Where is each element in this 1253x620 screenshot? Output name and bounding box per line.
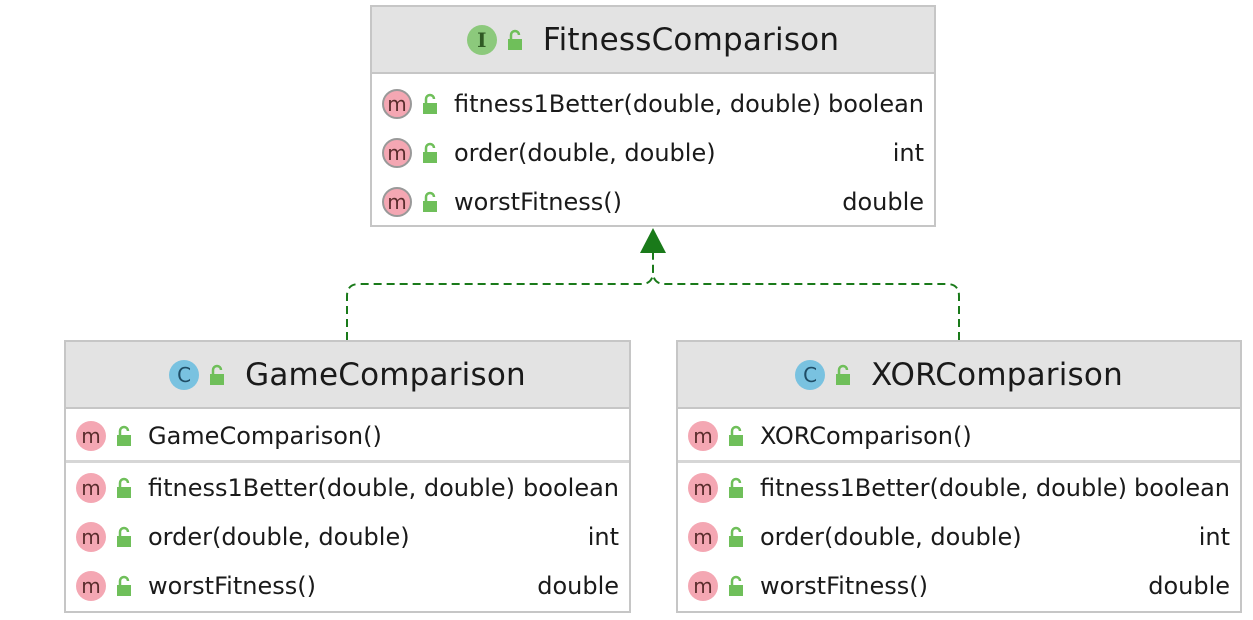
public-lock-icon xyxy=(114,477,136,499)
method-icon: m xyxy=(688,472,718,503)
method-row[interactable]: m fitness1Better(double, double) boolean xyxy=(66,463,629,512)
method-icon: m xyxy=(76,420,106,451)
public-lock-icon xyxy=(114,575,136,597)
method-return-type: boolean xyxy=(828,89,924,118)
constructor-section: m GameComparison() xyxy=(66,409,629,463)
abstract-method-icon: m xyxy=(382,186,412,217)
method-row[interactable]: m worstFitness() double xyxy=(372,177,934,226)
public-lock-icon xyxy=(726,425,748,447)
interface-header: I FitnessComparison xyxy=(372,7,934,74)
method-icon: m xyxy=(76,472,106,503)
method-name: order(double, double) xyxy=(148,522,410,551)
constructor-row[interactable]: m XORComparison() xyxy=(678,411,1240,460)
public-lock-icon xyxy=(726,575,748,597)
method-name: worstFitness() xyxy=(760,571,928,600)
fitness-comparison-interface[interactable]: I FitnessComparison m fitness1Better(dou… xyxy=(370,5,936,227)
method-row[interactable]: m order(double, double) int xyxy=(372,128,934,177)
public-lock-icon xyxy=(420,93,442,115)
method-return-type: int xyxy=(892,138,924,167)
class-title: GameComparison xyxy=(245,356,526,393)
xor-comparison-class[interactable]: C XORComparison m XORComparison() m fitn… xyxy=(676,340,1242,613)
method-return-type: double xyxy=(1148,571,1230,600)
method-icon: m xyxy=(76,570,106,601)
methods-section: m fitness1Better(double, double) boolean… xyxy=(66,463,629,610)
public-lock-icon xyxy=(833,364,855,386)
method-return-type: int xyxy=(1198,522,1230,551)
class-title: XORComparison xyxy=(871,356,1123,393)
method-name: worstFitness() xyxy=(454,187,622,216)
method-row[interactable]: m worstFitness() double xyxy=(678,561,1240,610)
method-row[interactable]: m worstFitness() double xyxy=(66,561,629,610)
method-row[interactable]: m fitness1Better(double, double) boolean xyxy=(678,463,1240,512)
game-realization-line xyxy=(346,253,654,340)
method-name: fitness1Better(double, double) xyxy=(454,89,822,118)
class-header: C GameComparison xyxy=(66,342,629,409)
constructor-name: XORComparison() xyxy=(760,421,972,450)
xor-realization-line xyxy=(652,271,960,340)
public-lock-icon xyxy=(726,526,748,548)
method-row[interactable]: m order(double, double) int xyxy=(678,512,1240,561)
public-lock-icon xyxy=(114,526,136,548)
method-return-type: boolean xyxy=(1134,473,1230,502)
method-name: fitness1Better(double, double) xyxy=(760,473,1128,502)
method-icon: m xyxy=(688,521,718,552)
method-return-type: boolean xyxy=(523,473,619,502)
abstract-method-icon: m xyxy=(382,88,412,119)
method-name: fitness1Better(double, double) xyxy=(148,473,516,502)
class-header: C XORComparison xyxy=(678,342,1240,409)
method-icon: m xyxy=(688,570,718,601)
constructor-section: m XORComparison() xyxy=(678,409,1240,463)
method-return-type: int xyxy=(587,522,619,551)
method-name: order(double, double) xyxy=(454,138,716,167)
public-lock-icon xyxy=(207,364,229,386)
method-return-type: double xyxy=(537,571,619,600)
abstract-method-icon: m xyxy=(382,137,412,168)
method-row[interactable]: m fitness1Better(double, double) boolean xyxy=(372,79,934,128)
method-icon: m xyxy=(688,420,718,451)
game-comparison-class[interactable]: C GameComparison m GameComparison() m fi… xyxy=(64,340,631,613)
interface-icon: I xyxy=(466,24,497,55)
method-name: order(double, double) xyxy=(760,522,1022,551)
method-icon: m xyxy=(76,521,106,552)
interface-title: FitnessComparison xyxy=(542,21,840,58)
public-lock-icon xyxy=(726,477,748,499)
class-icon: C xyxy=(795,359,826,390)
class-icon: C xyxy=(169,359,200,390)
constructor-row[interactable]: m GameComparison() xyxy=(66,411,629,460)
methods-section: m fitness1Better(double, double) boolean… xyxy=(678,463,1240,610)
public-lock-icon xyxy=(505,29,527,51)
method-return-type: double xyxy=(842,187,924,216)
constructor-name: GameComparison() xyxy=(148,421,382,450)
realization-arrowhead xyxy=(640,228,666,253)
method-name: worstFitness() xyxy=(148,571,316,600)
interface-methods: m fitness1Better(double, double) boolean… xyxy=(372,74,934,226)
public-lock-icon xyxy=(420,191,442,213)
public-lock-icon xyxy=(114,425,136,447)
public-lock-icon xyxy=(420,142,442,164)
method-row[interactable]: m order(double, double) int xyxy=(66,512,629,561)
